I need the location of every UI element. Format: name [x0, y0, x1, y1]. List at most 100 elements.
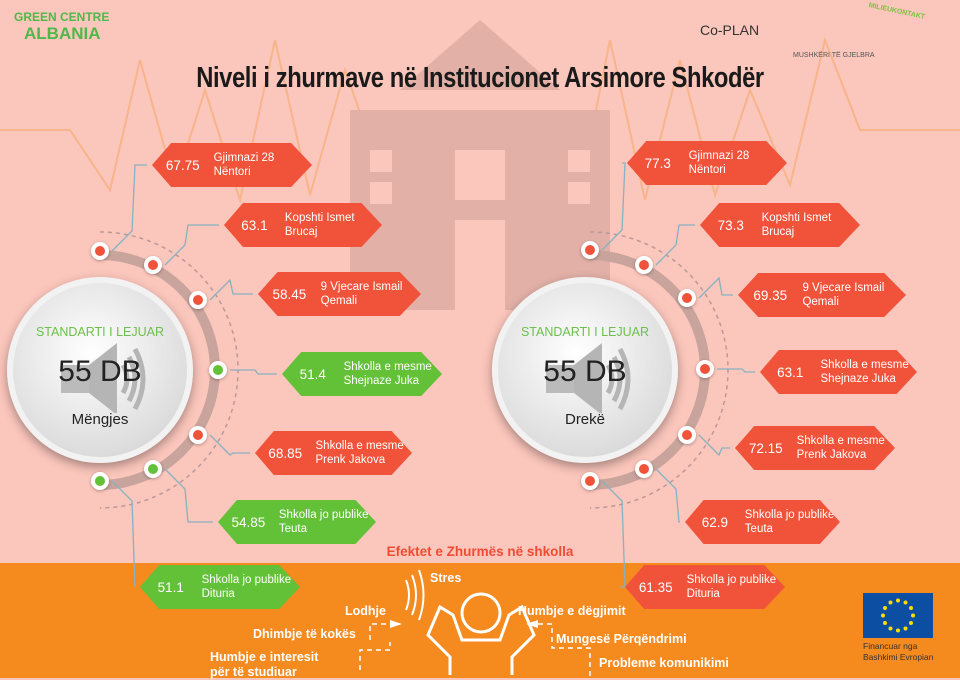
school-marker-dot [209, 361, 227, 379]
effect-stres: Stres [430, 571, 462, 585]
funding-line: Financuar nga [863, 641, 918, 651]
leader-line [164, 224, 219, 266]
leader-line [164, 468, 213, 523]
leader-line [655, 224, 695, 266]
noise-value: 54.85 [231, 514, 266, 530]
leader-line [698, 434, 730, 457]
noise-value: 68.85 [268, 445, 303, 461]
eu-star [888, 600, 893, 605]
school-marker-dot [91, 242, 109, 260]
funding-line: Bashkimi Evropian [863, 652, 934, 662]
noise-value: 69.35 [753, 287, 788, 303]
school-name: Shkolla jo publike Teuta [744, 509, 835, 535]
leader-line [601, 162, 626, 251]
school-name: Gjimnazi 28 Nëntori [213, 152, 275, 178]
leader-line [601, 480, 626, 588]
eu-star [896, 598, 900, 603]
leader-line [655, 468, 680, 523]
eu-star [883, 621, 888, 625]
leader-line [209, 434, 250, 456]
noise-value: 77.3 [644, 155, 671, 171]
school-marker-dot [696, 360, 714, 378]
school-marker-dot [144, 460, 162, 478]
school-name: 9 Vjecare Ismail Qemali [320, 281, 403, 307]
eu-star [908, 621, 913, 625]
effect-probleme-komunikimi: Probleme komunikimi [599, 656, 729, 670]
effect-lodhje: Lodhje [345, 604, 386, 618]
school-marker-dot [581, 241, 599, 259]
school-name: Shkolla e mesme Prenk Jakova [315, 440, 404, 466]
leader-line [698, 276, 733, 299]
logo-text: ALBANIA [24, 24, 101, 43]
noise-standard-circle: STANDARTI I LEJUAR 55 DB Mëngjes [7, 277, 193, 463]
school-marker-dot [635, 256, 653, 274]
page-title: Niveli i zhurmave në Institucionet Arsim… [196, 62, 764, 94]
school-name: Shkolla e mesme Shejnaze Juka [820, 359, 909, 385]
school-name: Shkolla jo publike Teuta [278, 509, 369, 535]
time-of-day: Mëngjes [71, 411, 129, 428]
eu-star [896, 628, 900, 633]
noise-value: 51.1 [157, 579, 184, 595]
school-noise-tag: 77.3 Gjimnazi 28 Nëntori [627, 141, 787, 185]
standard-label: STANDARTI I LEJUAR [35, 325, 165, 339]
standard-value: 55 DB [58, 355, 142, 388]
school-name: Kopshti Ismet Brucaj [761, 212, 832, 238]
school-name: Shkolla jo publike Dituria [201, 574, 292, 600]
school-name: Kopshti Ismet Brucaj [284, 212, 355, 238]
school-noise-tag: 51.1 Shkolla jo publike Dituria [140, 565, 300, 609]
effect-humbje-interesit: Humbje e interesit për të studiuar [210, 650, 319, 679]
eu-star [881, 613, 885, 618]
school-noise-tag: 73.3 Kopshti Ismet Brucaj [700, 203, 860, 247]
school-noise-tag: 54.85 Shkolla jo publike Teuta [218, 500, 376, 544]
school-marker-dot [678, 289, 696, 307]
school-name: Shkolla e mesme Prenk Jakova [796, 435, 885, 461]
eu-star [888, 626, 893, 631]
eu-flag-icon [863, 593, 933, 638]
leader-line [717, 368, 755, 373]
eu-star [903, 600, 908, 605]
noise-value: 67.75 [165, 157, 200, 173]
noise-value: 51.4 [299, 366, 326, 382]
noise-value: 73.3 [717, 217, 744, 233]
school-noise-tag: 51.4 Shkolla e mesme Shejnaze Juka [282, 352, 442, 396]
eu-star [903, 626, 908, 631]
leader-line [111, 164, 147, 252]
eu-star [911, 613, 915, 618]
noise-value: 72.15 [748, 440, 783, 456]
standard-value: 55 DB [543, 355, 627, 388]
school-noise-tag: 63.1 Kopshti Ismet Brucaj [224, 203, 382, 247]
funding-text: Financuar nga Bashkimi Evropian [863, 641, 933, 663]
school-marker-dot [91, 472, 109, 490]
school-noise-tag: 67.75 Gjimnazi 28 Nëntori [152, 143, 312, 187]
school-name: Gjimnazi 28 Nëntori [688, 150, 750, 176]
school-marker-dot [635, 460, 653, 478]
school-noise-tag: 72.15 Shkolla e mesme Prenk Jakova [735, 426, 895, 470]
school-noise-tag: 58.45 9 Vjecare Ismail Qemali [258, 272, 421, 316]
effect-humbje-degjimit: Humbje e dëgjimit [518, 604, 626, 618]
logo-text: GREEN CENTRE [14, 10, 110, 24]
school-name: Shkolla jo publike Dituria [686, 574, 777, 600]
noise-standard-circle: STANDARTI I LEJUAR 55 DB Drekë [492, 277, 678, 463]
speaker-icon [546, 343, 631, 413]
school-marker-dot [189, 291, 207, 309]
school-marker-dot [678, 426, 696, 444]
coplan-logo: Co-PLAN [700, 22, 760, 38]
noise-value: 63.1 [241, 217, 268, 233]
school-noise-tag: 63.1 Shkolla e mesme Shejnaze Juka [760, 350, 917, 394]
leader-line [111, 480, 136, 588]
noise-value: 63.1 [777, 364, 804, 380]
leader-line [230, 369, 277, 375]
mushkeri-te-gjelbra-logo: MUSHKËRI TË GJELBRA [793, 52, 875, 59]
eu-star [908, 606, 913, 610]
school-name: Shkolla e mesme Shejnaze Juka [343, 361, 432, 387]
effect-connectors [359, 620, 591, 678]
effect-dhimbje: Dhimbje të kokës [253, 627, 356, 641]
effect-mungese-perqendrimi: Mungesë Përqëndrimi [556, 632, 687, 646]
eu-star [883, 606, 888, 610]
green-centre-albania-logo: GREEN CENTRE ALBANIA [14, 10, 109, 44]
noise-value: 58.45 [272, 286, 307, 302]
effects-heading: Efektet e Zhurmës në shkolla [386, 544, 574, 559]
school-noise-tag: 68.85 Shkolla e mesme Prenk Jakova [255, 431, 412, 475]
